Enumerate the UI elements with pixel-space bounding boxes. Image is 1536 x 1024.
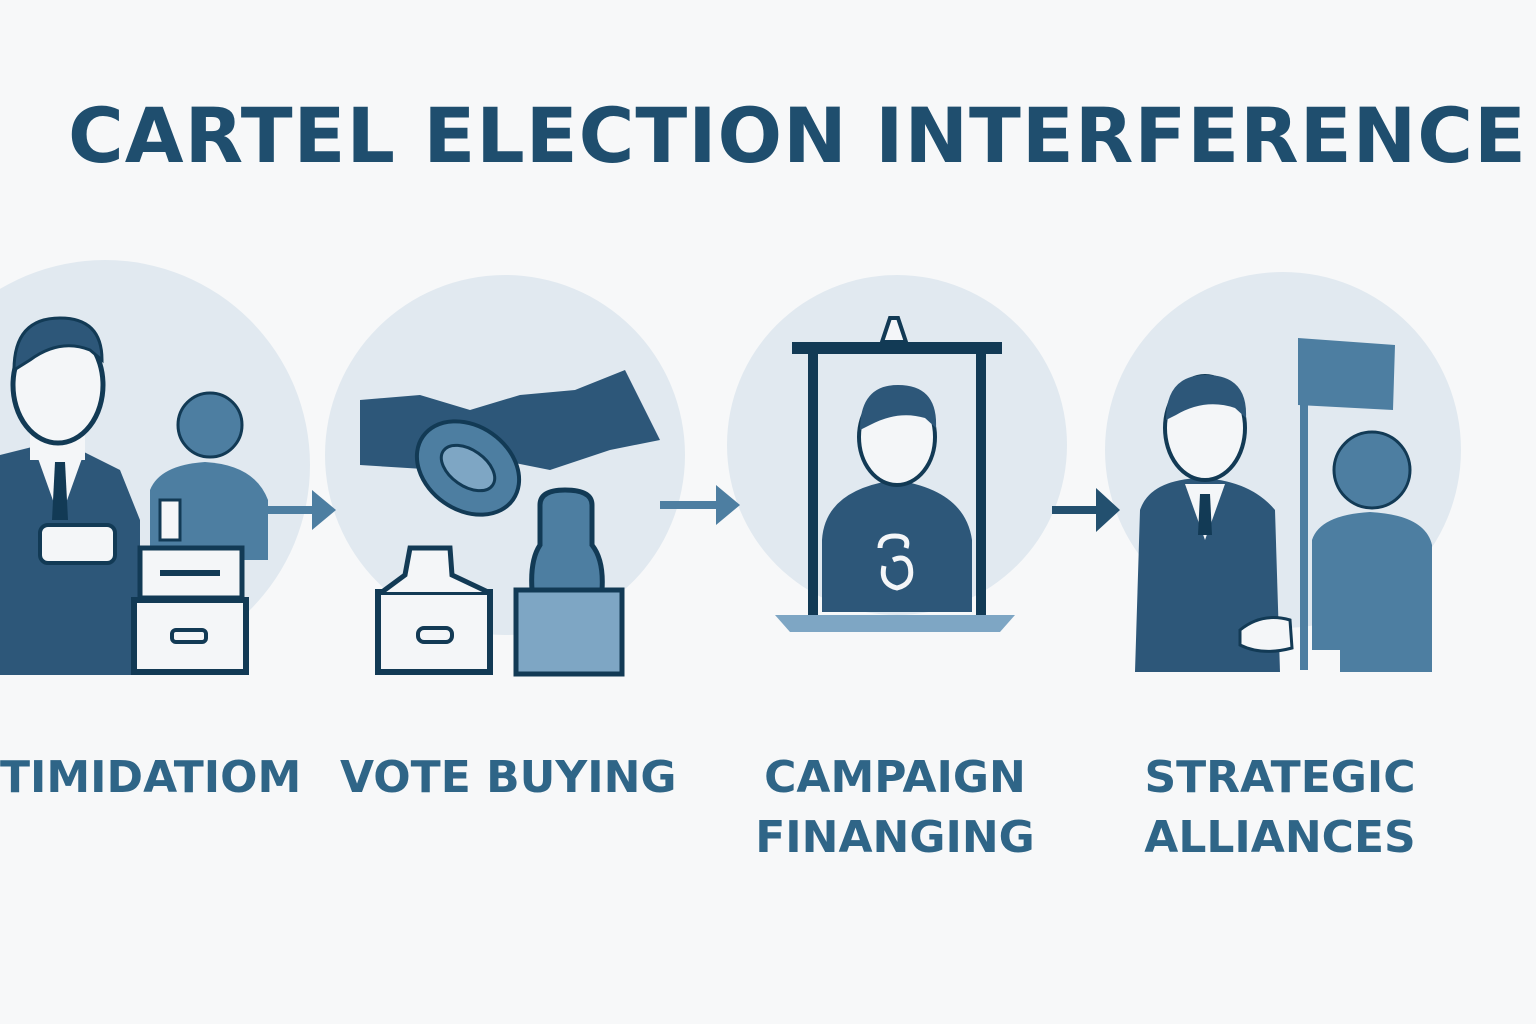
step-label-intimidation: TIMIDATIOM [0, 752, 302, 803]
step-label-strategic-alliances: STRATEGIC ALLIANCES [1144, 752, 1416, 863]
strategic-alliances-icon [1135, 338, 1432, 672]
vote-buying-icon [360, 370, 660, 677]
arrow-icon [660, 485, 740, 525]
arrow-icon [268, 490, 336, 530]
intimidation-icon [0, 316, 268, 675]
arrow-icon [1052, 488, 1120, 532]
step-label-campaign-financing: CAMPAIGN FINANGING [755, 752, 1035, 863]
step-label-vote-buying: VOTE BUYING [340, 752, 677, 803]
page-title: CARTEL ELECTION INTERFERENCE [68, 91, 1527, 180]
campaign-financing-icon [775, 316, 1015, 632]
